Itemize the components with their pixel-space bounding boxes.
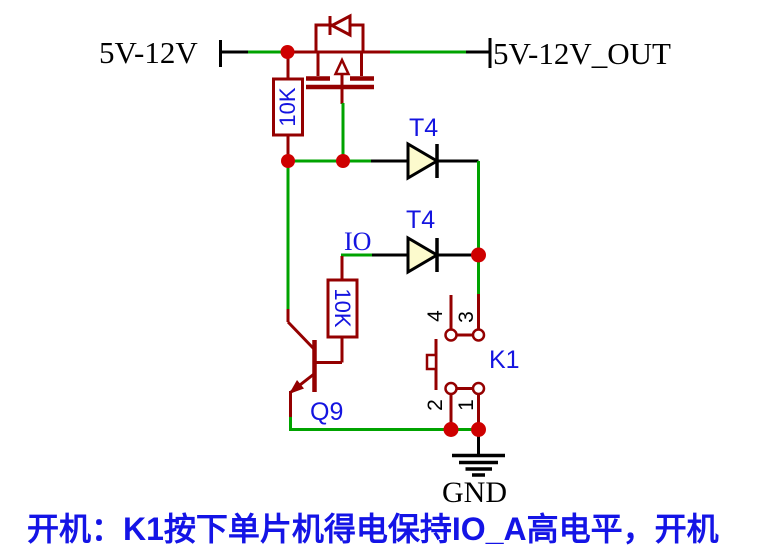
junction-dot: [471, 247, 486, 263]
r2-value: 10K: [330, 288, 355, 328]
input-terminal: [219, 40, 248, 67]
junction-dot: [471, 422, 486, 437]
d1-designator: T4: [409, 114, 439, 142]
k1-pin3-contact: [471, 328, 486, 342]
k1-pin4-number: 4: [424, 310, 447, 322]
q9-collector-diagonal: [286, 320, 316, 351]
k1-actuator-button: [425, 353, 438, 371]
k1-pin1-contact: [471, 381, 486, 396]
k1-pin2-contact: [444, 381, 458, 396]
q9-designator: Q9: [310, 398, 344, 426]
diode-d1: [371, 141, 479, 181]
d1-triangle: [406, 141, 440, 181]
output-terminal: [466, 38, 492, 68]
r1-value: 10K: [275, 87, 300, 127]
input-net-label: 5V-12V: [99, 35, 198, 70]
mosfet-substrate-arrow: [333, 57, 351, 76]
q9-emitter-arrowhead: [289, 380, 304, 394]
d2-designator: T4: [406, 206, 436, 234]
k1-pin2-number: 2: [424, 399, 447, 411]
transistor-q9: [286, 309, 342, 418]
k1-pin1-number: 1: [455, 399, 478, 411]
pmos-transistor: [306, 13, 374, 104]
junction-dot: [280, 45, 295, 59]
d2-triangle: [406, 235, 440, 275]
junction-dot: [281, 154, 295, 168]
r1-body: [272, 77, 304, 137]
k1-designator: K1: [489, 346, 520, 374]
junction-dot: [443, 422, 459, 437]
output-net-label: 5V-12V_OUT: [493, 36, 671, 71]
body-diode-triangle: [328, 13, 352, 38]
junction-dot: [336, 154, 350, 168]
r2-body: [326, 278, 359, 339]
k1-pin4-contact: [444, 328, 458, 342]
io-net-label: IO: [344, 227, 372, 256]
resistor-r1: [272, 52, 304, 161]
schematic-note: 开机：K1按下单片机得电保持IO_A高电平，开机: [27, 511, 719, 547]
diode-d2: [372, 235, 473, 275]
k1-pin3-number: 3: [455, 311, 478, 323]
pushbutton-k1: [425, 294, 486, 430]
resistor-r2: [326, 256, 359, 363]
ground-net-label: GND: [442, 476, 507, 509]
wire-emitter-to-ground-green: [289, 417, 479, 431]
